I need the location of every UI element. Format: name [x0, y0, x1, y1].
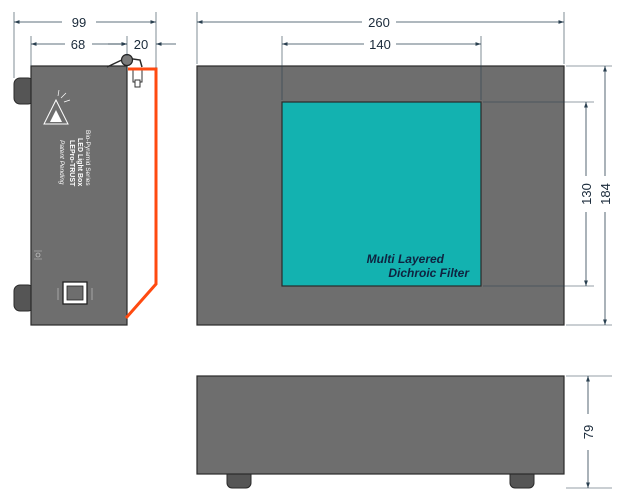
- series-text: Bio-Pyramid Series: [84, 130, 91, 186]
- dim-front-height: 79: [581, 425, 596, 439]
- dim-side-cable: 20: [134, 37, 148, 52]
- dim-top-width: 260: [368, 15, 390, 30]
- front-view: [196, 375, 565, 489]
- dim-filter-width: 140: [369, 37, 391, 52]
- power-cable: [124, 67, 158, 319]
- side-dimensions: 99 68 20: [13, 12, 176, 78]
- product-model-text: LEPro-TRUST: [68, 140, 75, 187]
- side-view: Bio-Pyramid Series LED Light Box LEPro-T…: [13, 53, 158, 326]
- indicator-icon: [34, 250, 42, 260]
- dim-top-height: 184: [598, 183, 613, 205]
- dim-filter-height: 130: [579, 183, 594, 205]
- cable-knob-icon: [120, 53, 134, 67]
- filter-label-line1: Multi Layered: [367, 252, 445, 266]
- brand-logo-icon: [43, 89, 71, 125]
- dim-side-total: 99: [72, 15, 86, 30]
- product-name-text: LED Light Box: [76, 138, 83, 186]
- top-dimensions: 260 140 130 184: [196, 12, 613, 326]
- patent-text: Patent Pending: [58, 140, 65, 185]
- front-dimensions: 79: [566, 375, 612, 489]
- dim-side-body: 68: [71, 37, 85, 52]
- filter-label-line2: Dichroic Filter: [388, 266, 470, 280]
- top-view: Multi Layered Dichroic Filter: [196, 65, 565, 326]
- front-housing: [196, 375, 565, 475]
- dichroic-filter: [281, 101, 482, 287]
